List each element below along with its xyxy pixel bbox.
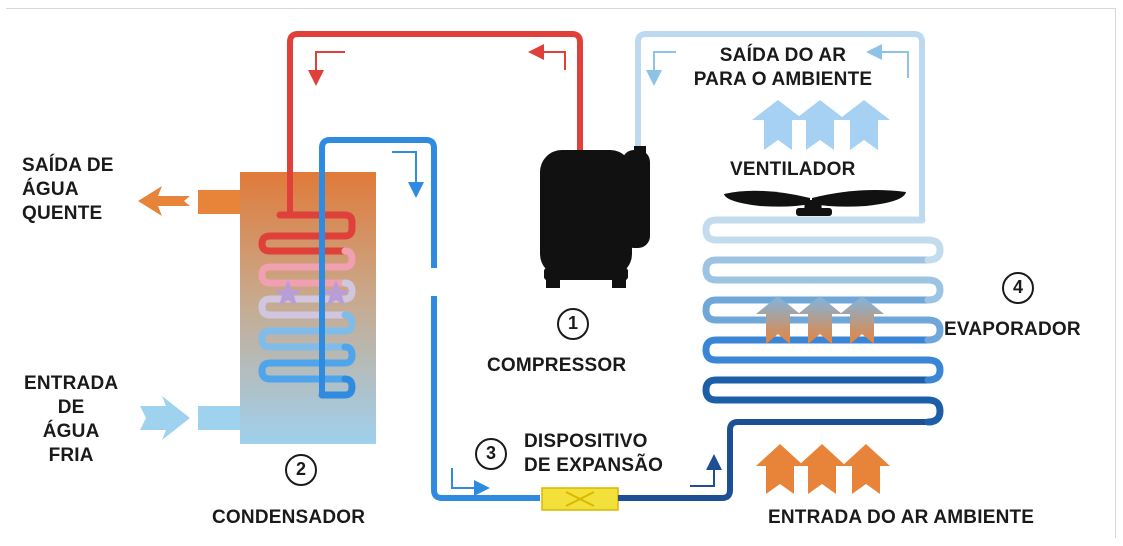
label-cold-water-in-line-3: ÁGUA [42,421,100,442]
cold-flow-arrow-1 [392,151,424,198]
label-cold-water-in-line-4: FRIA [48,445,94,466]
hot-discharge-line [287,31,583,215]
label-air-out-line-1: SAÍDA DO AR [719,45,847,66]
fan [724,190,906,216]
label-hot-water-out-line-2: ÁGUA [22,179,79,200]
suction-line [635,31,925,220]
label-compressor: COMPRESSOR [487,355,627,376]
step-number-condenser: 2 [285,454,317,486]
step-number-expansion: 3 [475,438,507,470]
expansion-valve-mark [565,491,595,507]
label-ambient-air-in: ENTRADA DO AR AMBIENTE [768,507,1035,528]
diagram-frame [6,8,1116,538]
air-in-arrows [756,444,890,494]
air-out-arrows [752,100,890,150]
label-condenser: CONDENSADOR [212,507,366,528]
label-hot-water-out-line-3: QUENTE [22,203,103,224]
label-cold-water-in: ENTRADA DE ÁGUA FRIA [24,372,118,468]
hot-water-arrow [138,186,190,216]
label-expansion-device: DISPOSITIVO DE EXPANSÃO [524,430,663,478]
condenser-coil [258,211,356,399]
label-hot-water-out-line-1: SAÍDA DE [22,155,114,176]
step-number-evaporator: 4 [1002,272,1034,304]
evaporator-air-arrows [756,296,884,344]
label-expansion-line-1: DISPOSITIVO [524,431,648,452]
label-air-out-line-2: PARA O AMBIENTE [693,69,873,90]
hot-water-pipe [198,190,240,214]
label-cold-water-in-line-1: ENTRADA [24,373,119,394]
heat-sparkles [274,280,350,306]
step-number-compressor: 1 [557,308,589,340]
label-hot-water-out: SAÍDA DE ÁGUA QUENTE [22,154,114,226]
pale-flow-arrow-2 [646,51,676,86]
label-evaporator: EVAPORADOR [944,319,1081,340]
liquid-line-lower [431,296,540,501]
liquid-line [319,137,437,395]
label-cold-water-in-line-2: DE [57,397,85,418]
compressor-body [540,146,650,288]
hot-flow-arrow-2 [308,51,345,86]
hot-flow-arrow-1 [528,44,566,70]
evaporator-coil [702,216,944,426]
dark-flow-arrow [690,454,722,487]
label-air-out: SAÍDA DO AR PARA O AMBIENTE [668,44,898,92]
low-pressure-line [618,419,930,501]
cold-flow-arrow-2 [451,468,490,496]
label-expansion-line-2: DE EXPANSÃO [524,455,664,476]
cold-water-pipe [198,406,240,430]
cold-water-arrow [140,396,190,440]
pale-flow-arrow-1 [866,44,909,78]
label-fan: VENTILADOR [730,159,856,180]
